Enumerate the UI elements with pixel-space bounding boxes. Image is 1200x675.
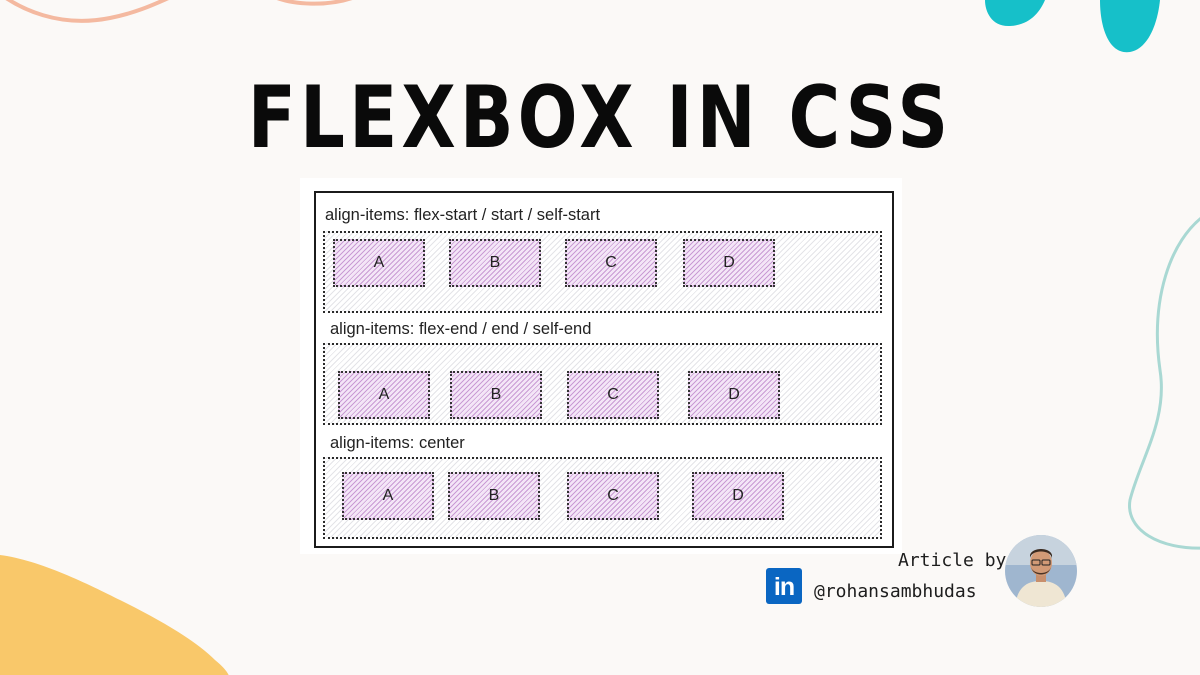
flex-container-start: A B C D [323, 231, 882, 313]
page-title: FLEXBOX IN CSS [247, 68, 953, 168]
linkedin-icon[interactable]: in [766, 568, 802, 604]
flex-item-label: D [728, 386, 740, 403]
flex-item-label: A [382, 487, 394, 504]
row-label-center: align-items: center [330, 434, 465, 452]
teal-blob-1 [985, 0, 1045, 27]
teal-blob-2 [1100, 0, 1160, 53]
peach-line-2 [276, 0, 353, 6]
flex-item-d: D [692, 472, 784, 520]
flex-item-a: A [342, 472, 434, 520]
flex-item-c: C [567, 371, 659, 419]
peach-line [5, 0, 170, 23]
flex-item-d: D [683, 239, 775, 287]
row-label-flex-start: align-items: flex-start / start / self-s… [325, 206, 601, 224]
flexbox-figure: align-items: flex-start / start / self-s… [300, 178, 902, 554]
flex-item-label: B [490, 386, 502, 403]
avatar [1005, 535, 1077, 607]
flex-item-b: B [449, 239, 541, 287]
figure-frame: align-items: flex-start / start / self-s… [314, 191, 894, 548]
flex-item-a: A [333, 239, 425, 287]
flex-item-d: D [688, 371, 780, 419]
flex-item-a: A [338, 371, 430, 419]
flex-item-label: B [488, 487, 500, 504]
flex-item-label: D [723, 254, 735, 271]
flex-container-end: A B C D [323, 343, 882, 425]
flex-item-label: A [373, 254, 385, 271]
flex-item-label: B [489, 254, 501, 271]
flex-item-label: C [607, 487, 619, 504]
flex-item-label: A [378, 386, 390, 403]
author-handle[interactable]: @rohansambhudas [814, 581, 977, 602]
flex-item-b: B [450, 371, 542, 419]
article-by-label: Article by [898, 550, 1007, 571]
flex-item-b: B [448, 472, 540, 520]
flex-container-center: A B C D [323, 457, 882, 539]
orange-blob [0, 555, 229, 675]
flex-item-label: C [607, 386, 619, 403]
flex-item-c: C [565, 239, 657, 287]
flex-item-label: C [605, 254, 617, 271]
teal-line [1128, 217, 1200, 550]
avatar-image [1005, 535, 1077, 607]
flex-item-c: C [567, 472, 659, 520]
flex-item-label: D [732, 487, 744, 504]
row-label-flex-end: align-items: flex-end / end / self-end [330, 320, 592, 338]
